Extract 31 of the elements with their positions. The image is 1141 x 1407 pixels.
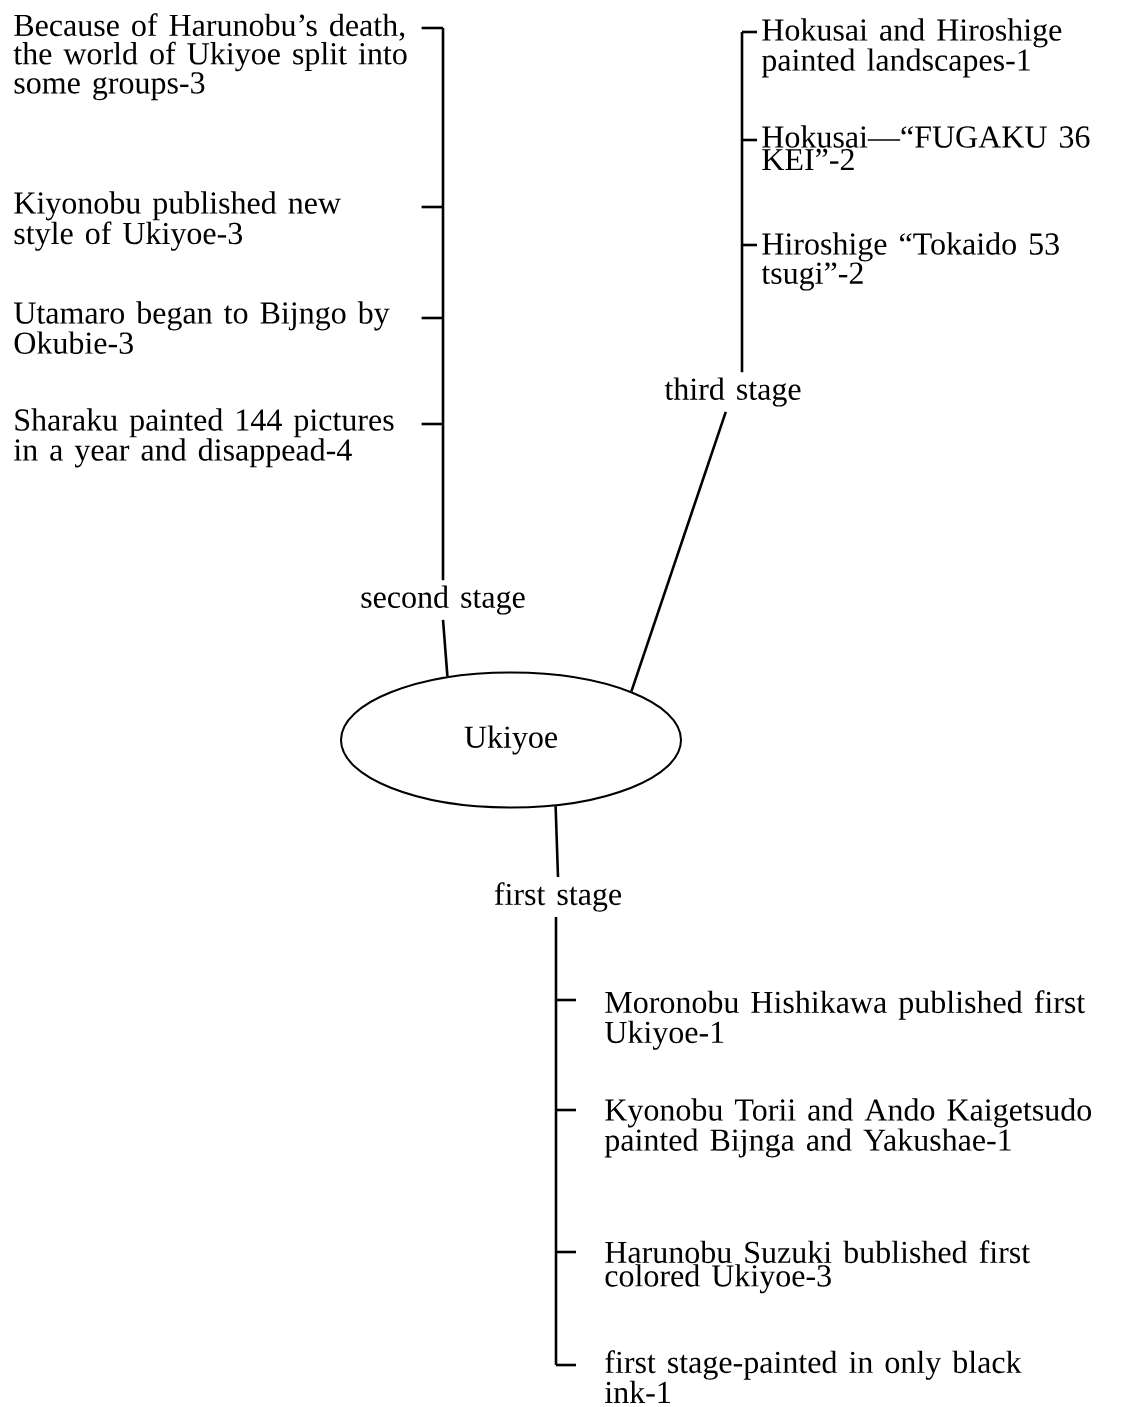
event-text: Utamaro began to Bijngo by Okubie-3: [13, 301, 390, 354]
event-text: Hokusai—“FUGAKU 36 KEI”-2: [762, 125, 1090, 171]
stage-label: second stage: [361, 585, 525, 615]
stage-label: first stage: [494, 882, 622, 912]
branch-line: [556, 1250, 576, 1254]
branch-line: [421, 316, 443, 320]
branch-line: [556, 1108, 576, 1112]
branch-line: [421, 26, 443, 30]
branch-line: [556, 998, 576, 1002]
event-text: Hiroshige “Tokaido 53 tsugi”-2: [761, 232, 1059, 291]
event-text: Harunobu Suzuki bublished first colored Ukiyoe-3: [605, 1240, 1030, 1294]
branch-line: [556, 1363, 576, 1367]
branch-line: [441, 619, 449, 677]
stage-label: third stage: [664, 377, 801, 407]
branch-line: [740, 32, 744, 373]
branch-line: [441, 28, 445, 581]
branch-line: [742, 138, 757, 142]
event-text: Kiyonobu published new style of Ukiyoe-3: [14, 191, 341, 251]
branch-line: [554, 917, 558, 1365]
branch-line: [554, 806, 560, 878]
branch-line: [421, 205, 443, 209]
event-text: Kyonobu Torii and Ando Kaigetsudo painted Bijnga and Yakushae-1: [604, 1098, 1091, 1158]
event-text: Moronobu Hishikawa published first Ukiyoe-1: [605, 990, 1086, 1050]
branch-line: [742, 30, 757, 34]
branch-line: [742, 243, 757, 247]
branch-line: [630, 411, 727, 692]
event-text: Because of Harunobu’s death, the world of Ukiyoe split into some groups-3: [13, 13, 407, 101]
branch-line: [421, 422, 443, 426]
event-text: Sharaku painted 144 pictures in a year and disappead-4: [13, 408, 394, 468]
event-text: Hokusai and Hiroshige painted landscapes-1: [761, 18, 1062, 78]
event-text: first stage-painted in only black ink-1: [605, 1350, 1022, 1403]
